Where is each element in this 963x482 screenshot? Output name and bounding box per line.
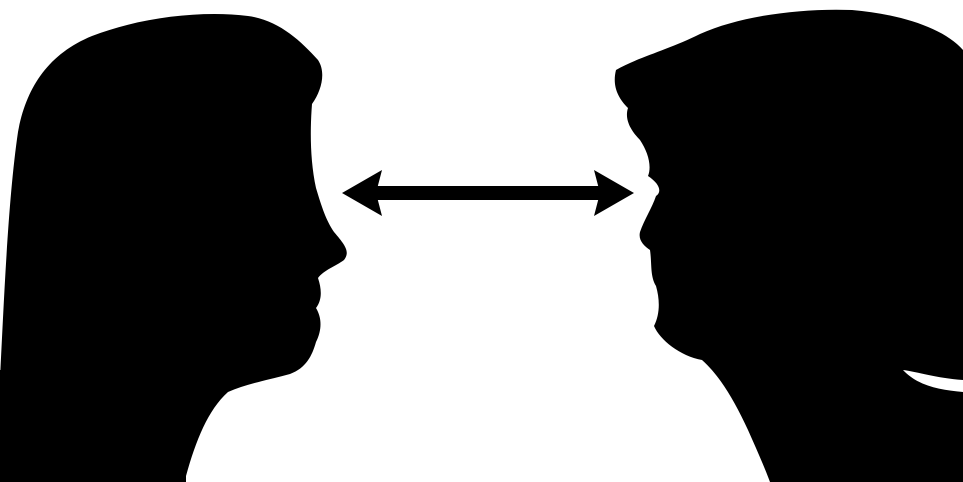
- arrow-shaft: [372, 186, 602, 200]
- arrow-head-right: [594, 170, 634, 216]
- double-headed-arrow: [342, 170, 634, 216]
- right-female-silhouette: [615, 10, 963, 482]
- arrow-head-left: [342, 170, 382, 216]
